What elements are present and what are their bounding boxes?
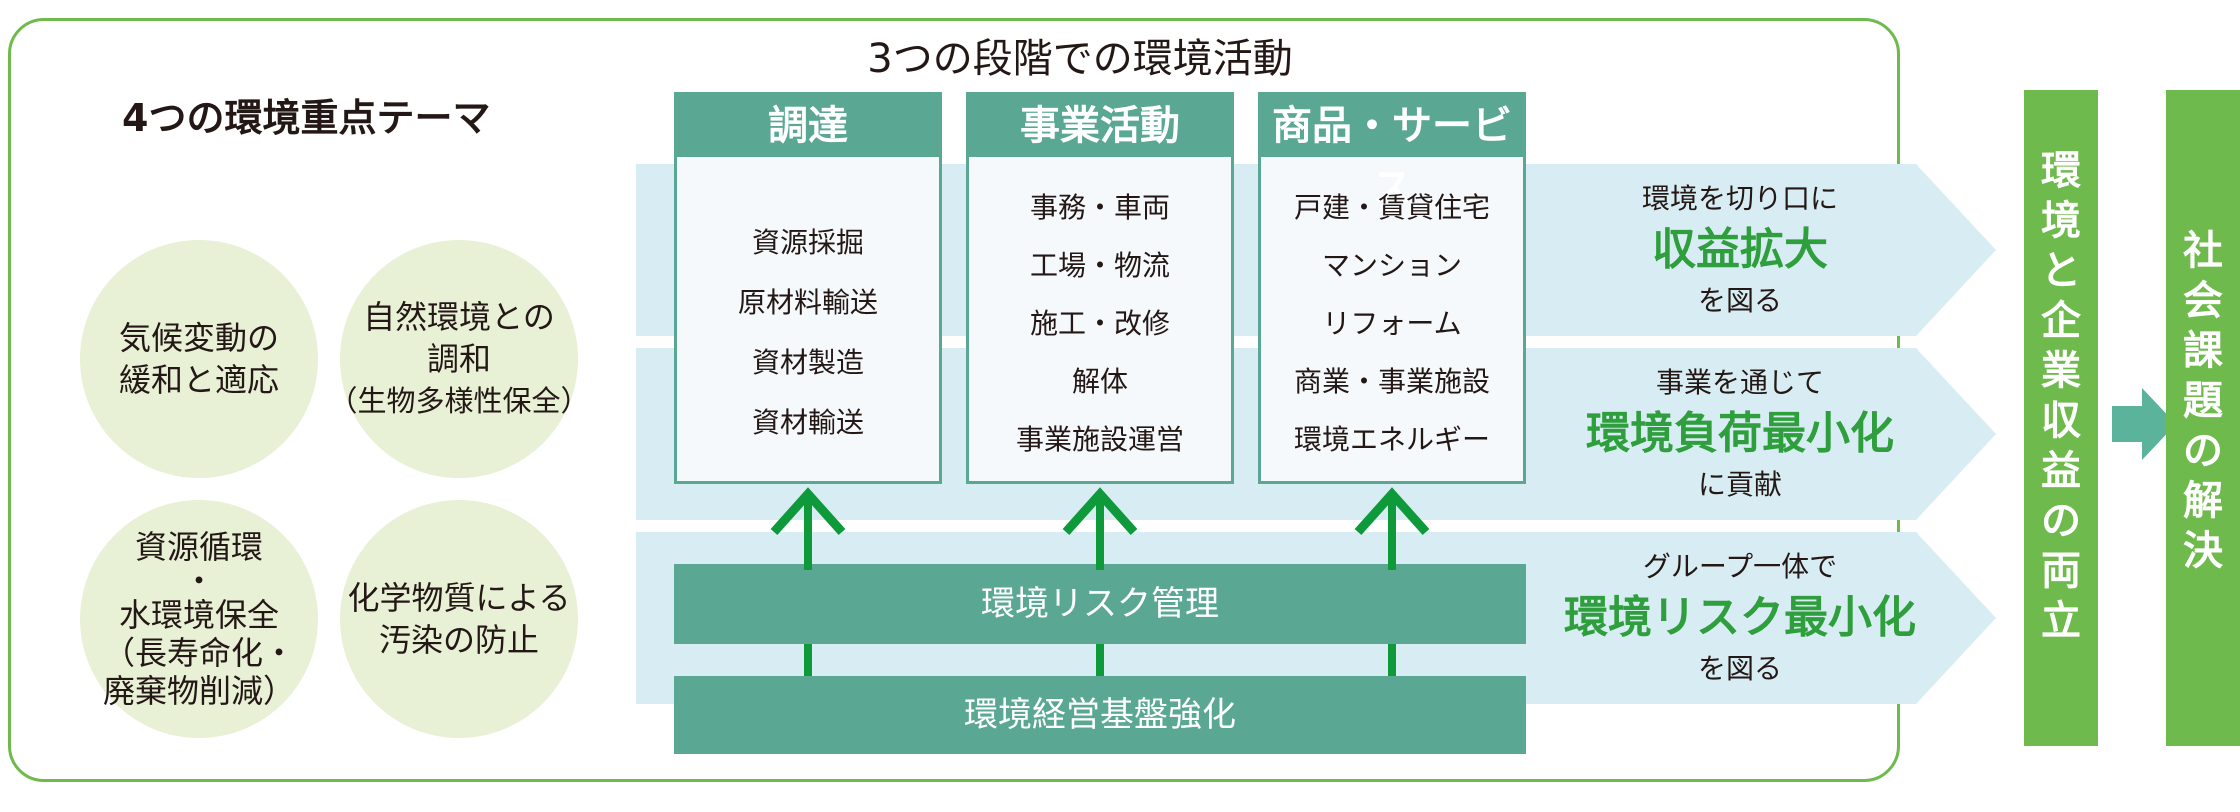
stage-products-label: 商品・サービス	[1261, 95, 1523, 211]
band-risk-tip	[1916, 532, 1996, 704]
goal-char: 題	[2183, 378, 2223, 424]
theme-chemical-line-1: 化学物質による	[347, 579, 571, 617]
theme-nature-line-3: （生物多様性保全）	[328, 384, 590, 418]
benefit-risk-emphasis: 環境リスク最小化	[1564, 592, 1916, 643]
theme-resource-line-4: （長寿命化・	[102, 634, 295, 672]
benefit-revenue: 環境を切り口に 収益拡大 を図る	[1540, 176, 1940, 324]
theme-resource-circle: 資源循環 ・ 水環境保全 （長寿命化・ 廃棄物削減）	[80, 500, 318, 738]
right-arrow-icon	[2112, 388, 2176, 460]
stage-business-item: 事務・車両	[1029, 191, 1170, 224]
band-revenue-tip	[1916, 164, 1996, 336]
diagram-title: 3つの段階での環境活動	[867, 36, 1293, 82]
benefit-risk-post: を図る	[1697, 652, 1782, 685]
theme-climate-line-2: 緩和と適応	[118, 361, 279, 399]
band-impact-tip	[1916, 348, 1996, 520]
stage-business: 事業活動 事務・車両 工場・物流 施工・改修 解体 事業施設運営	[966, 92, 1234, 484]
theme-resource-line-3: 水環境保全	[118, 596, 279, 634]
stage-products-item: リフォーム	[1322, 307, 1462, 340]
benefit-revenue-pre: 環境を切り口に	[1641, 182, 1838, 215]
goal-char: 会	[2183, 278, 2223, 324]
outcome-char: 業	[2041, 348, 2081, 394]
up-arrow-icon	[770, 487, 846, 570]
stage-business-label: 事業活動	[969, 95, 1231, 157]
outcome-char: 収	[2041, 398, 2081, 444]
risk-management-bar: 環境リスク管理	[674, 564, 1526, 644]
theme-climate-circle: 気候変動の 緩和と適応	[80, 240, 318, 478]
stage-products-item: マンション	[1321, 249, 1462, 282]
stage-products-item: 商業・事業施設	[1293, 365, 1490, 398]
outcome-char: 境	[2041, 198, 2081, 244]
theme-resource-line-1: 資源循環	[134, 528, 263, 566]
themes-title: 4つの環境重点テーマ	[122, 96, 491, 140]
goal-box: 社 会 課 題 の 解 決	[2166, 90, 2240, 746]
stage-business-item: 施工・改修	[1029, 307, 1170, 340]
benefit-revenue-emphasis: 収益拡大	[1652, 224, 1828, 275]
management-base-bar: 環境経営基盤強化	[674, 676, 1526, 754]
stage-products-item: 戸建・賃貸住宅	[1293, 191, 1490, 224]
outcome-char: と	[2041, 248, 2081, 294]
stage-products: 商品・サービス 戸建・賃貸住宅 マンション リフォーム 商業・事業施設 環境エネ…	[1258, 92, 1526, 484]
outcome-char: 企	[2041, 298, 2081, 344]
theme-nature-circle: 自然環境との 調和 （生物多様性保全）	[329, 240, 590, 478]
theme-chemical-line-2: 汚染の防止	[378, 621, 539, 659]
goal-char: 社	[2183, 228, 2223, 274]
benefit-risk: グループ一体で 環境リスク最小化 を図る	[1540, 544, 1940, 692]
benefit-impact: 事業を通じて 環境負荷最小化 に貢献	[1540, 360, 1940, 508]
benefit-impact-post: に貢献	[1697, 468, 1782, 501]
benefit-impact-pre: 事業を通じて	[1655, 366, 1824, 399]
outcome-char: 環	[2041, 148, 2081, 194]
up-arrow-icon	[1062, 487, 1138, 570]
stage-business-item: 解体	[1071, 365, 1128, 398]
stage-procurement-item: 資材輸送	[751, 406, 864, 439]
up-arrow-icon	[1354, 487, 1430, 570]
theme-climate-line-1: 気候変動の	[118, 319, 279, 357]
stage-procurement-item: 原材料輸送	[737, 286, 878, 319]
stage-business-item: 工場・物流	[1029, 249, 1170, 282]
theme-nature-line-1: 自然環境との	[363, 298, 555, 336]
stage-procurement-item: 資材製造	[751, 346, 864, 379]
goal-char: 決	[2183, 528, 2223, 574]
goal-char: の	[2183, 428, 2223, 474]
benefit-risk-pre: グループ一体で	[1642, 550, 1838, 583]
outcome-char: の	[2041, 498, 2081, 544]
outcome-char: 両	[2041, 548, 2081, 594]
goal-char: 課	[2183, 328, 2223, 374]
outcome-char: 立	[2041, 598, 2081, 644]
outcome-box: 環 境 と 企 業 収 益 の 両 立	[2024, 90, 2098, 746]
stage-products-item: 環境エネルギー	[1293, 423, 1490, 456]
theme-nature-line-2: 調和	[426, 340, 491, 378]
stage-business-item: 事業施設運営	[1015, 423, 1184, 456]
theme-resource-line-2: ・	[182, 562, 215, 600]
stage-procurement-item: 資源採掘	[751, 226, 864, 259]
theme-resource-line-5: 廃棄物削減）	[102, 672, 295, 710]
stage-procurement: 調達 資源採掘 原材料輸送 資材製造 資材輸送	[674, 92, 942, 484]
theme-chemical-circle: 化学物質による 汚染の防止	[340, 500, 578, 738]
goal-char: 解	[2183, 478, 2223, 524]
benefit-revenue-post: を図る	[1697, 284, 1782, 317]
benefit-impact-emphasis: 環境負荷最小化	[1586, 408, 1894, 459]
outcome-char: 益	[2041, 448, 2081, 494]
stage-procurement-label: 調達	[677, 95, 939, 157]
